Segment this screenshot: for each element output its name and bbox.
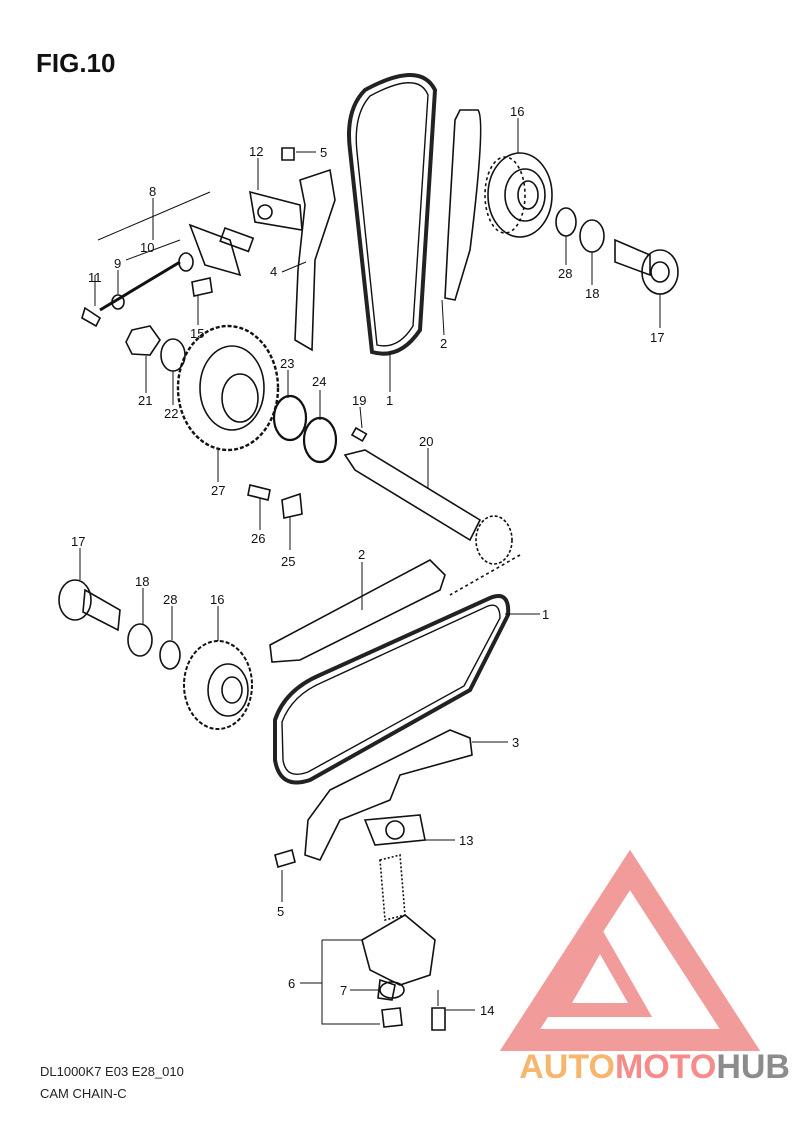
gasket-13 bbox=[363, 814, 426, 846]
tensioner-adjuster-6 bbox=[361, 853, 436, 1001]
callout-16-upper: 16 bbox=[510, 104, 524, 119]
bolt-11 bbox=[81, 306, 102, 328]
callout-22: 22 bbox=[164, 406, 178, 421]
tensioner-adjuster-assembly bbox=[178, 223, 255, 277]
lower-cam-chain bbox=[273, 594, 511, 785]
callout-11: 11 bbox=[88, 270, 102, 285]
callout-4: 4 bbox=[270, 264, 277, 279]
tensioner-arm-3 bbox=[304, 729, 473, 861]
upper-chain-guide bbox=[444, 109, 482, 301]
watermark-text: AUTOMOTOHUB bbox=[519, 1048, 790, 1087]
callout-2-upper: 2 bbox=[440, 336, 447, 351]
footer-model-code: DL1000K7 E03 E28_010 bbox=[40, 1064, 184, 1079]
callout-17-upper: 17 bbox=[650, 330, 664, 345]
callout-16-lower: 16 bbox=[210, 592, 224, 607]
callout-23: 23 bbox=[280, 356, 294, 371]
callout-10: 10 bbox=[140, 240, 154, 255]
upper-oring-18 bbox=[579, 219, 605, 253]
tensioner-guide-4 bbox=[294, 168, 336, 352]
watermark-auto: AUTO bbox=[519, 1048, 615, 1086]
camshaft-20 bbox=[343, 449, 513, 565]
watermark-moto: MOTO bbox=[614, 1048, 717, 1086]
callout-28-lower: 28 bbox=[163, 592, 177, 607]
plate-25 bbox=[281, 492, 303, 519]
callout-5-upper: 5 bbox=[320, 145, 327, 160]
leader-lines bbox=[79, 118, 661, 1025]
footer-caption: CAM CHAIN-C bbox=[40, 1086, 127, 1101]
callout-6: 6 bbox=[288, 976, 295, 991]
callout-25: 25 bbox=[281, 554, 295, 569]
figure-title: FIG.10 bbox=[36, 48, 116, 78]
pin-19 bbox=[350, 426, 368, 443]
callout-7: 7 bbox=[340, 983, 347, 998]
upper-bolt-5 bbox=[281, 147, 295, 161]
callout-12: 12 bbox=[249, 144, 263, 159]
callout-8: 8 bbox=[149, 184, 156, 199]
upper-idler-shaft-17 bbox=[614, 238, 679, 295]
callout-27: 27 bbox=[211, 483, 225, 498]
callout-28-upper: 28 bbox=[558, 266, 572, 281]
callout-17-lower: 17 bbox=[71, 534, 85, 549]
watermark-logo-icon bbox=[499, 849, 761, 1051]
callout-26: 26 bbox=[251, 531, 265, 546]
upper-cam-sprocket-16 bbox=[484, 152, 553, 238]
nut-21 bbox=[125, 325, 161, 356]
bolt-14 bbox=[431, 1007, 446, 1031]
lower-bolt-5 bbox=[274, 848, 296, 869]
bolt-15 bbox=[191, 277, 213, 297]
watermark-hub: HUB bbox=[716, 1048, 790, 1086]
callout-14: 14 bbox=[480, 1003, 494, 1018]
callout-1-upper: 1 bbox=[386, 393, 393, 408]
assembly-guide-line bbox=[449, 554, 521, 596]
callout-5-lower: 5 bbox=[277, 904, 284, 919]
large-gear-27 bbox=[176, 324, 280, 452]
lower-oring-18 bbox=[127, 623, 153, 657]
callout-3: 3 bbox=[512, 735, 519, 750]
bearing-23 bbox=[272, 394, 308, 442]
callout-labels: 1 2 5 16 12 8 10 9 11 4 15 28 18 17 23 2… bbox=[71, 104, 664, 1018]
washer-9 bbox=[111, 294, 125, 310]
callout-9: 9 bbox=[114, 256, 121, 271]
callout-20: 20 bbox=[419, 434, 433, 449]
lower-chain-guide bbox=[269, 559, 446, 663]
callout-13: 13 bbox=[459, 833, 473, 848]
callout-21: 21 bbox=[138, 393, 152, 408]
callout-19: 19 bbox=[352, 393, 366, 408]
callout-15: 15 bbox=[190, 326, 204, 341]
gasket-12 bbox=[249, 190, 303, 231]
upper-cam-chain bbox=[347, 73, 438, 356]
callout-18-lower: 18 bbox=[135, 574, 149, 589]
upper-washer-28 bbox=[555, 207, 577, 237]
callout-2-lower: 2 bbox=[358, 547, 365, 562]
bolt-26 bbox=[247, 484, 271, 501]
bearing-24 bbox=[302, 416, 338, 464]
lower-cam-sprocket-16 bbox=[183, 640, 253, 730]
bolt-7-base bbox=[381, 1007, 403, 1028]
callout-18-upper: 18 bbox=[585, 286, 599, 301]
callout-1-lower: 1 bbox=[542, 607, 549, 622]
lower-idler-shaft-17 bbox=[58, 579, 121, 632]
callout-24: 24 bbox=[312, 374, 326, 389]
long-bolt-10 bbox=[99, 260, 181, 312]
lower-washer-28 bbox=[159, 640, 181, 670]
